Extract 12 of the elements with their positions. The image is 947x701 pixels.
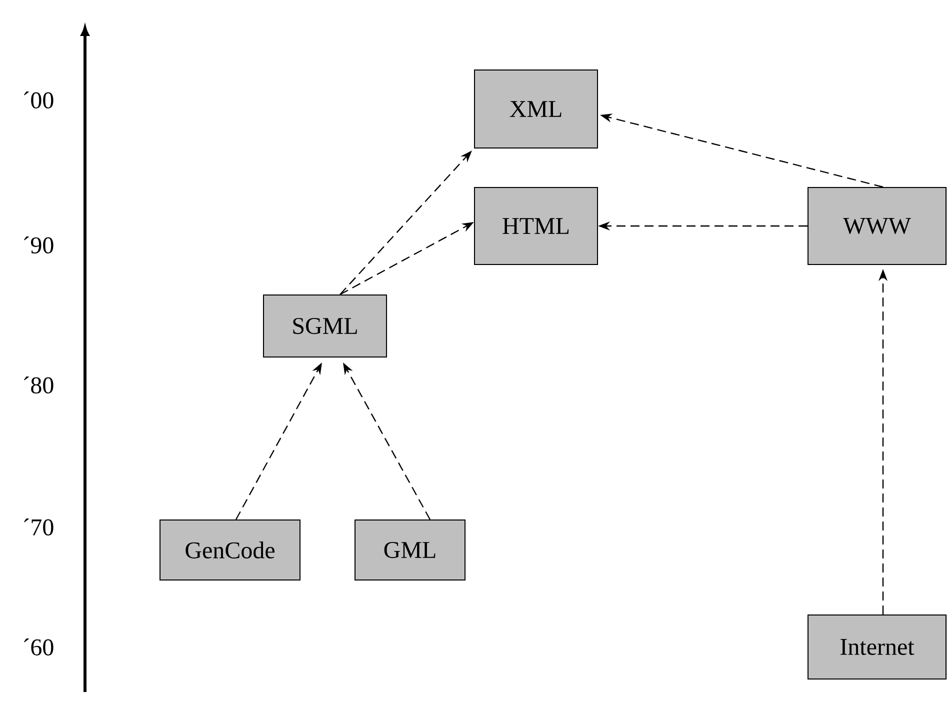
year-label: ´60 xyxy=(24,638,54,656)
label-box: GML xyxy=(354,520,466,580)
year-label: ´90 xyxy=(24,236,54,254)
label-box: WWW xyxy=(808,187,947,265)
label-box: SGML xyxy=(263,294,387,358)
year-label: ´70 xyxy=(24,518,54,536)
label-box: Internet xyxy=(808,614,947,680)
year-label: ´80 xyxy=(24,376,54,394)
label-box: HTML xyxy=(474,187,598,265)
year-label: ´00 xyxy=(24,92,54,108)
label-box: GenCode xyxy=(160,520,300,580)
label-box: XML xyxy=(474,70,598,148)
